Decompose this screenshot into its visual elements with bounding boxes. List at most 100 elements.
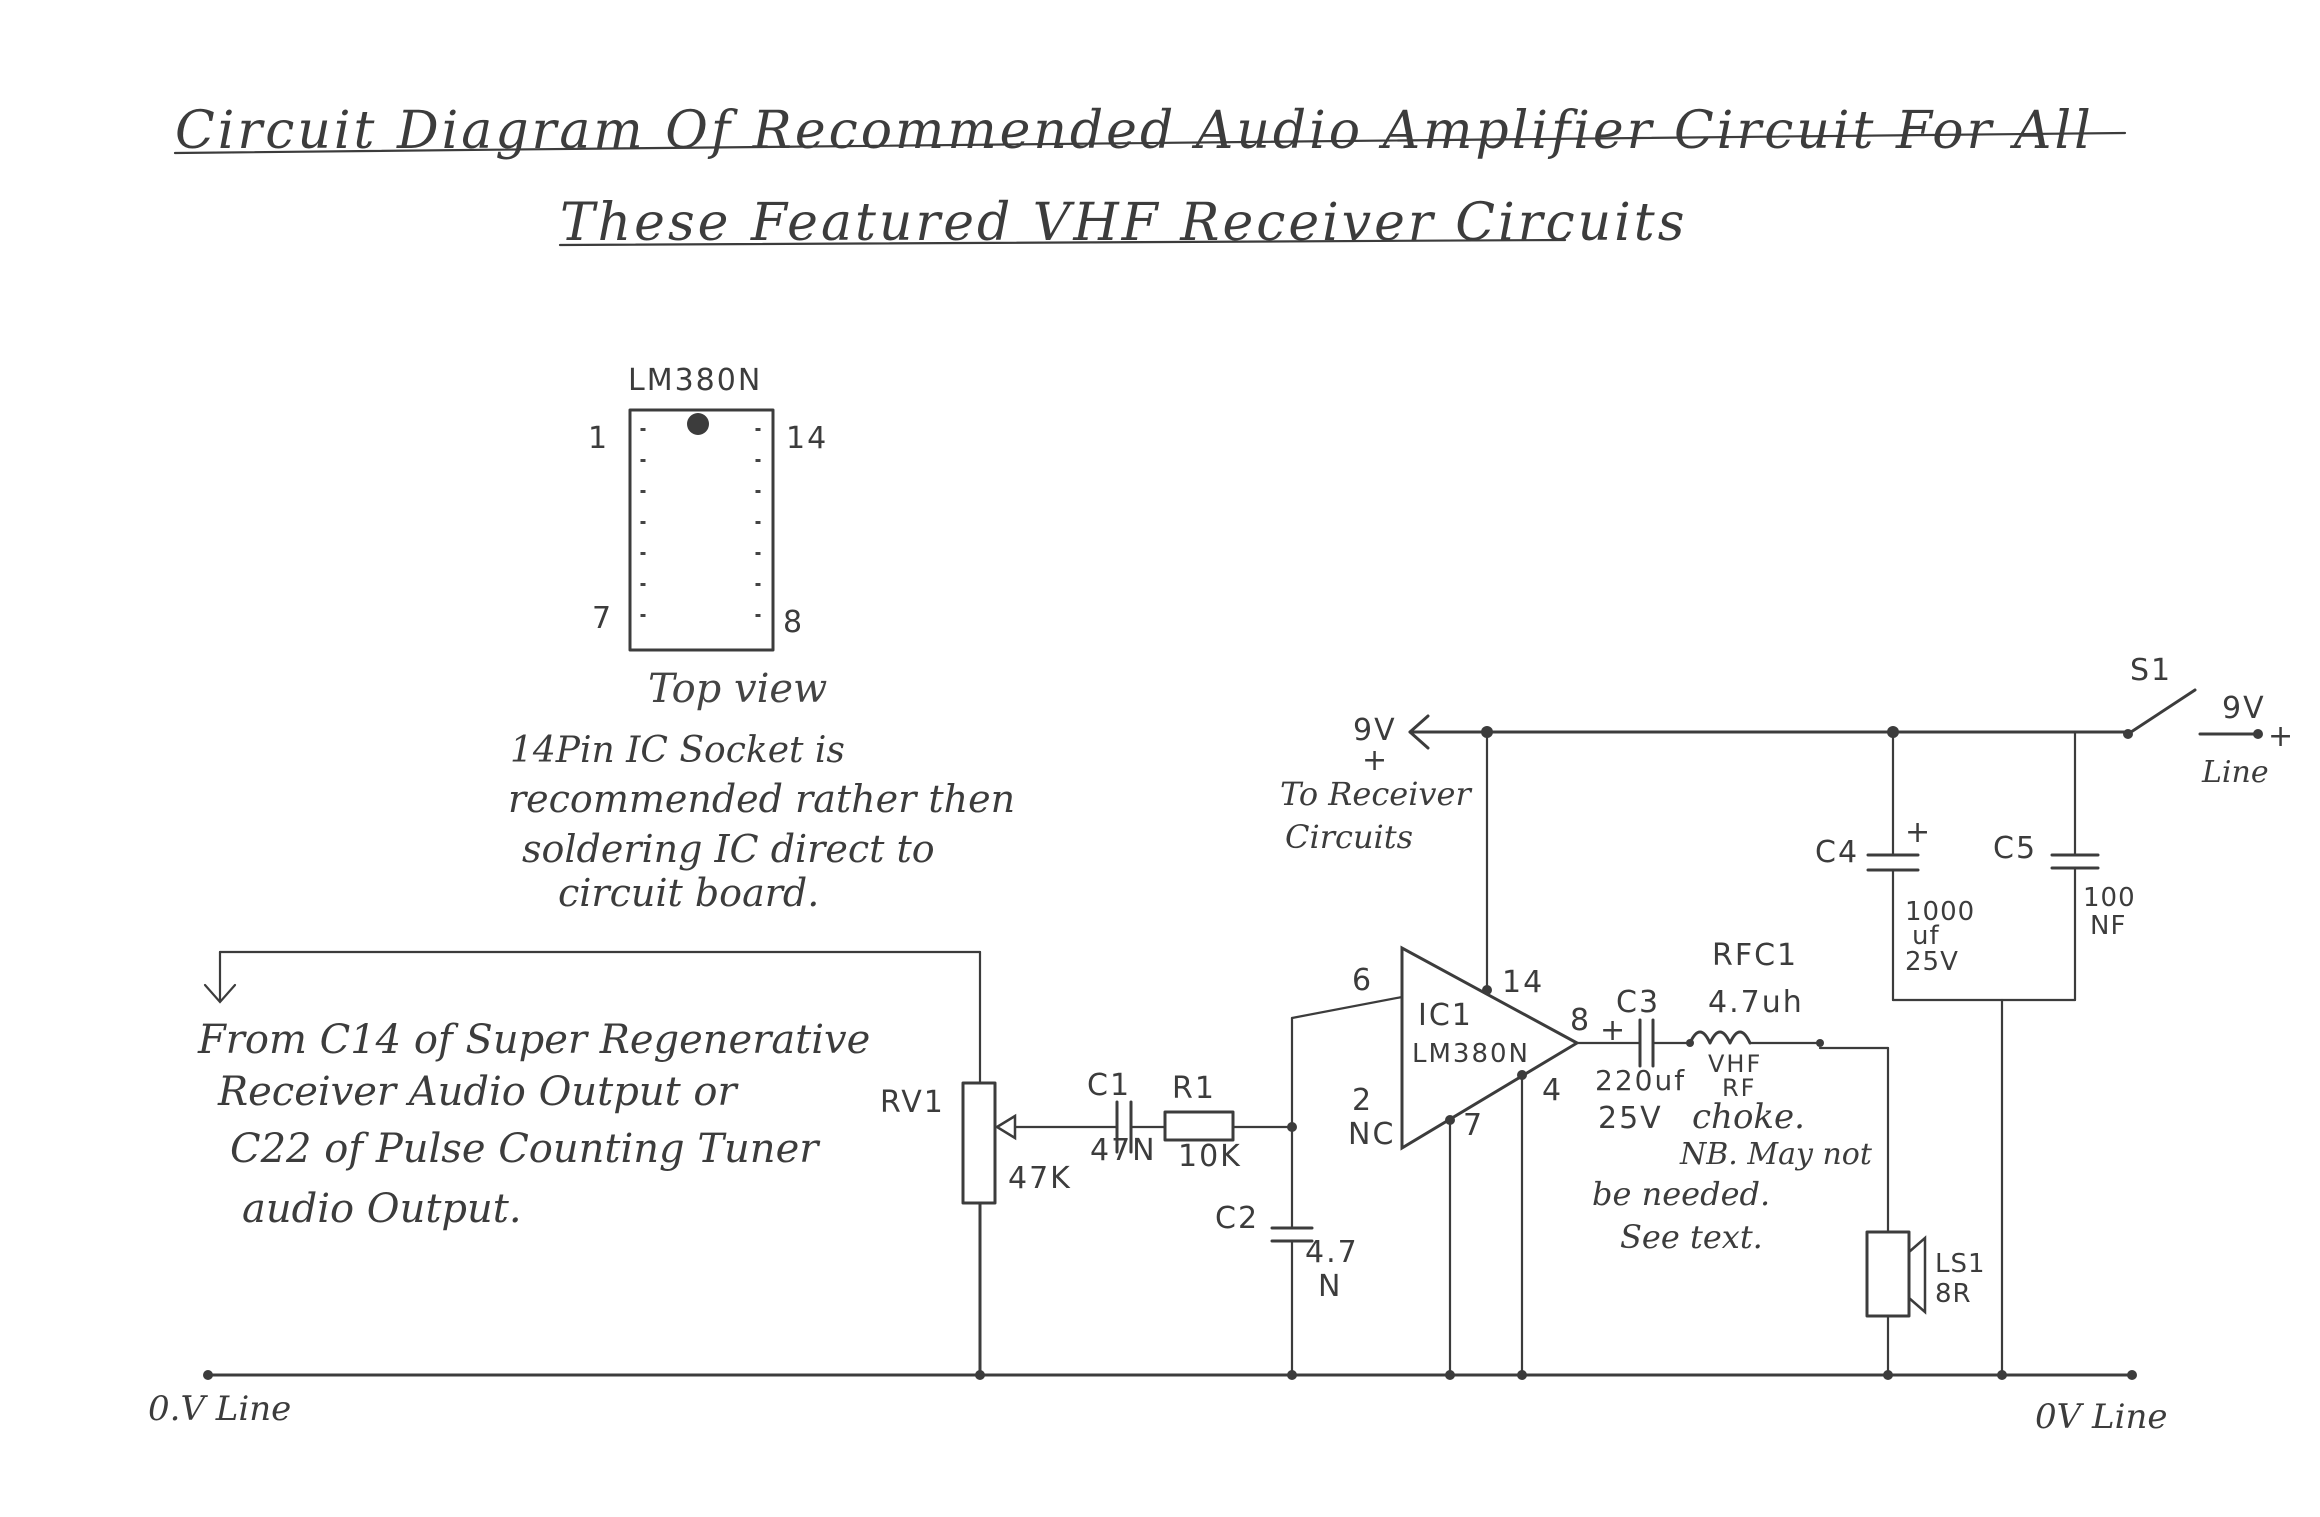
rv1-potentiometer: RV1 47K xyxy=(880,1081,1072,1377)
vhf-label: VHF xyxy=(1708,1050,1762,1078)
ic1-nc-label: NC xyxy=(1348,1117,1395,1152)
nb-line-3: See text. xyxy=(1620,1218,1763,1256)
input-note-line-4: audio Output. xyxy=(242,1186,522,1232)
input-wire xyxy=(203,950,982,1085)
junction-pin4-ground xyxy=(1517,1370,1527,1380)
ic1-pin-4-label: 4 xyxy=(1542,1073,1563,1108)
decoupling-caps: C4 + 1000 uf 25V C5 100 NF xyxy=(1815,730,2136,1377)
r1-label: R1 xyxy=(1172,1071,1216,1106)
choke-label: choke. xyxy=(1692,1097,1805,1137)
supply-arrow xyxy=(1408,714,1430,750)
ic1-pin-4-dot xyxy=(1517,1070,1527,1080)
c3-label: C3 xyxy=(1616,985,1660,1020)
supply-9v-right: 9V xyxy=(2222,691,2266,726)
switch-s1-lever xyxy=(2126,688,2197,736)
rfc1-coil-icon xyxy=(1688,1030,1752,1045)
nb-line-2: be needed. xyxy=(1592,1175,1770,1213)
ic1-pin-14-dot xyxy=(1482,985,1492,995)
ic1-pin-7-label: 7 xyxy=(1463,1108,1484,1143)
ic-pin-1-label: 1 xyxy=(588,421,609,456)
junction-c4c5-ground xyxy=(1997,1370,2007,1380)
socket-note: 14Pin IC Socket is recommended rather th… xyxy=(508,730,1015,915)
ic1-pin-14-label: 14 xyxy=(1502,965,1544,1000)
rfc1-right-dot xyxy=(1816,1039,1824,1047)
c4-label: C4 xyxy=(1815,835,1859,870)
ic-pin-7-label: 7 xyxy=(592,601,613,636)
socket-note-line-1: 14Pin IC Socket is xyxy=(510,730,845,771)
ic-package-notch xyxy=(687,413,709,435)
c4-value-2: uf xyxy=(1912,921,1940,951)
ground-label-left: 0.V Line xyxy=(148,1389,291,1429)
c4-value-1: 1000 xyxy=(1905,897,1975,927)
title-block: Circuit Diagram Of Recommended Audio Amp… xyxy=(173,101,2127,253)
ic1-pin-8-label: 8 xyxy=(1570,1003,1591,1038)
input-note-line-1: From C14 of Super Regenerative xyxy=(197,1017,870,1063)
junction-c2-ground xyxy=(1287,1370,1297,1380)
c4-plus: + xyxy=(1905,815,1932,850)
socket-note-line-3: soldering IC direct to xyxy=(522,827,935,871)
junction-pin7-ground xyxy=(1445,1370,1455,1380)
c4-value-3: 25V xyxy=(1905,947,1959,977)
title-underline-2 xyxy=(558,238,1567,247)
ic1-triangle xyxy=(1400,945,1581,1151)
c2-capacitor: C2 4.7 N xyxy=(1215,995,1404,1377)
to-receiver-line-2: Circuits xyxy=(1285,818,1413,856)
socket-note-line-2: recommended rather then xyxy=(508,777,1015,821)
socket-note-line-4: circuit board. xyxy=(558,871,819,915)
rfc1-label: RFC1 xyxy=(1712,938,1798,973)
supply-plus-left: + xyxy=(1362,743,1389,778)
input-note: From C14 of Super Regenerative Receiver … xyxy=(197,1017,870,1232)
ic-pin-8-label: 8 xyxy=(783,605,804,640)
to-receiver-line-1: To Receiver xyxy=(1280,775,1472,813)
junction-rv1-ground xyxy=(975,1370,985,1380)
c5-value-1: 100 xyxy=(2083,883,2136,913)
output-stage: C3 + 220uf 25V RFC1 4.7uh VHF RF choke. … xyxy=(1575,938,1986,1377)
ic1-amplifier: IC1 LM380N 6 2 NC 14 8 4 7 xyxy=(1348,730,1591,1377)
ic1-label: IC1 xyxy=(1418,998,1473,1033)
input-arrow-icon xyxy=(203,983,237,1004)
ground-right-end xyxy=(2127,1370,2137,1380)
title-underline-1 xyxy=(173,131,2127,155)
ic-package-top-view: LM380N 1 14 7 8 Top view xyxy=(588,363,828,712)
speaker-icon xyxy=(1907,1235,1927,1315)
ls1-body xyxy=(1865,1230,1911,1318)
c5-label: C5 xyxy=(1993,831,2037,866)
ground-label-right: 0V Line xyxy=(2035,1397,2167,1437)
title-line-1: Circuit Diagram Of Recommended Audio Amp… xyxy=(175,101,2094,161)
ic-package-outline xyxy=(628,408,775,652)
c2-value-2: N xyxy=(1318,1269,1342,1304)
ground-left-end xyxy=(203,1370,213,1380)
ic-top-view-caption: Top view xyxy=(648,666,827,712)
ic1-type: LM380N xyxy=(1412,1039,1530,1069)
ic-pin-14-label: 14 xyxy=(786,421,828,456)
input-note-line-3: C22 of Pulse Counting Tuner xyxy=(230,1126,821,1172)
rv1-label: RV1 xyxy=(880,1085,945,1120)
ic-package-name: LM380N xyxy=(628,363,762,398)
c5-value-2: NF xyxy=(2090,911,2126,941)
c1-value: 47N xyxy=(1090,1133,1157,1168)
c3-value-2: 25V xyxy=(1598,1101,1663,1136)
rf-label: RF xyxy=(1722,1074,1756,1102)
switch-contact-right xyxy=(2253,729,2263,739)
ground-line: 0.V Line 0V Line xyxy=(148,1370,2167,1437)
r1-value: 10K xyxy=(1178,1139,1242,1174)
rv1-wiper-arrow-icon xyxy=(994,1113,1017,1141)
rv1-body xyxy=(961,1081,997,1205)
rfc1-value: 4.7uh xyxy=(1708,985,1804,1020)
c3-value-1: 220uf xyxy=(1595,1064,1686,1097)
ls1-value: 8R xyxy=(1935,1279,1972,1309)
nb-line-1: NB. May not xyxy=(1679,1137,1873,1172)
c2-label: C2 xyxy=(1215,1201,1259,1236)
junction-ls1-ground xyxy=(1883,1370,1893,1380)
supply-plus-right: + xyxy=(2268,719,2295,754)
supply-rail: 9V + To Receiver Circuits S1 9V + Line xyxy=(1280,653,2295,856)
ic1-pin-2-label: 2 xyxy=(1352,1083,1373,1118)
c3-plus: + xyxy=(1600,1013,1627,1048)
rv1-value: 47K xyxy=(1008,1161,1072,1196)
ic1-pin-7-dot xyxy=(1445,1115,1455,1125)
c1-label: C1 xyxy=(1087,1068,1131,1103)
input-coupling: C1 47N R1 10K xyxy=(1013,1068,1297,1174)
pin6-wire xyxy=(1290,995,1404,1020)
ls1-label: LS1 xyxy=(1935,1249,1986,1279)
